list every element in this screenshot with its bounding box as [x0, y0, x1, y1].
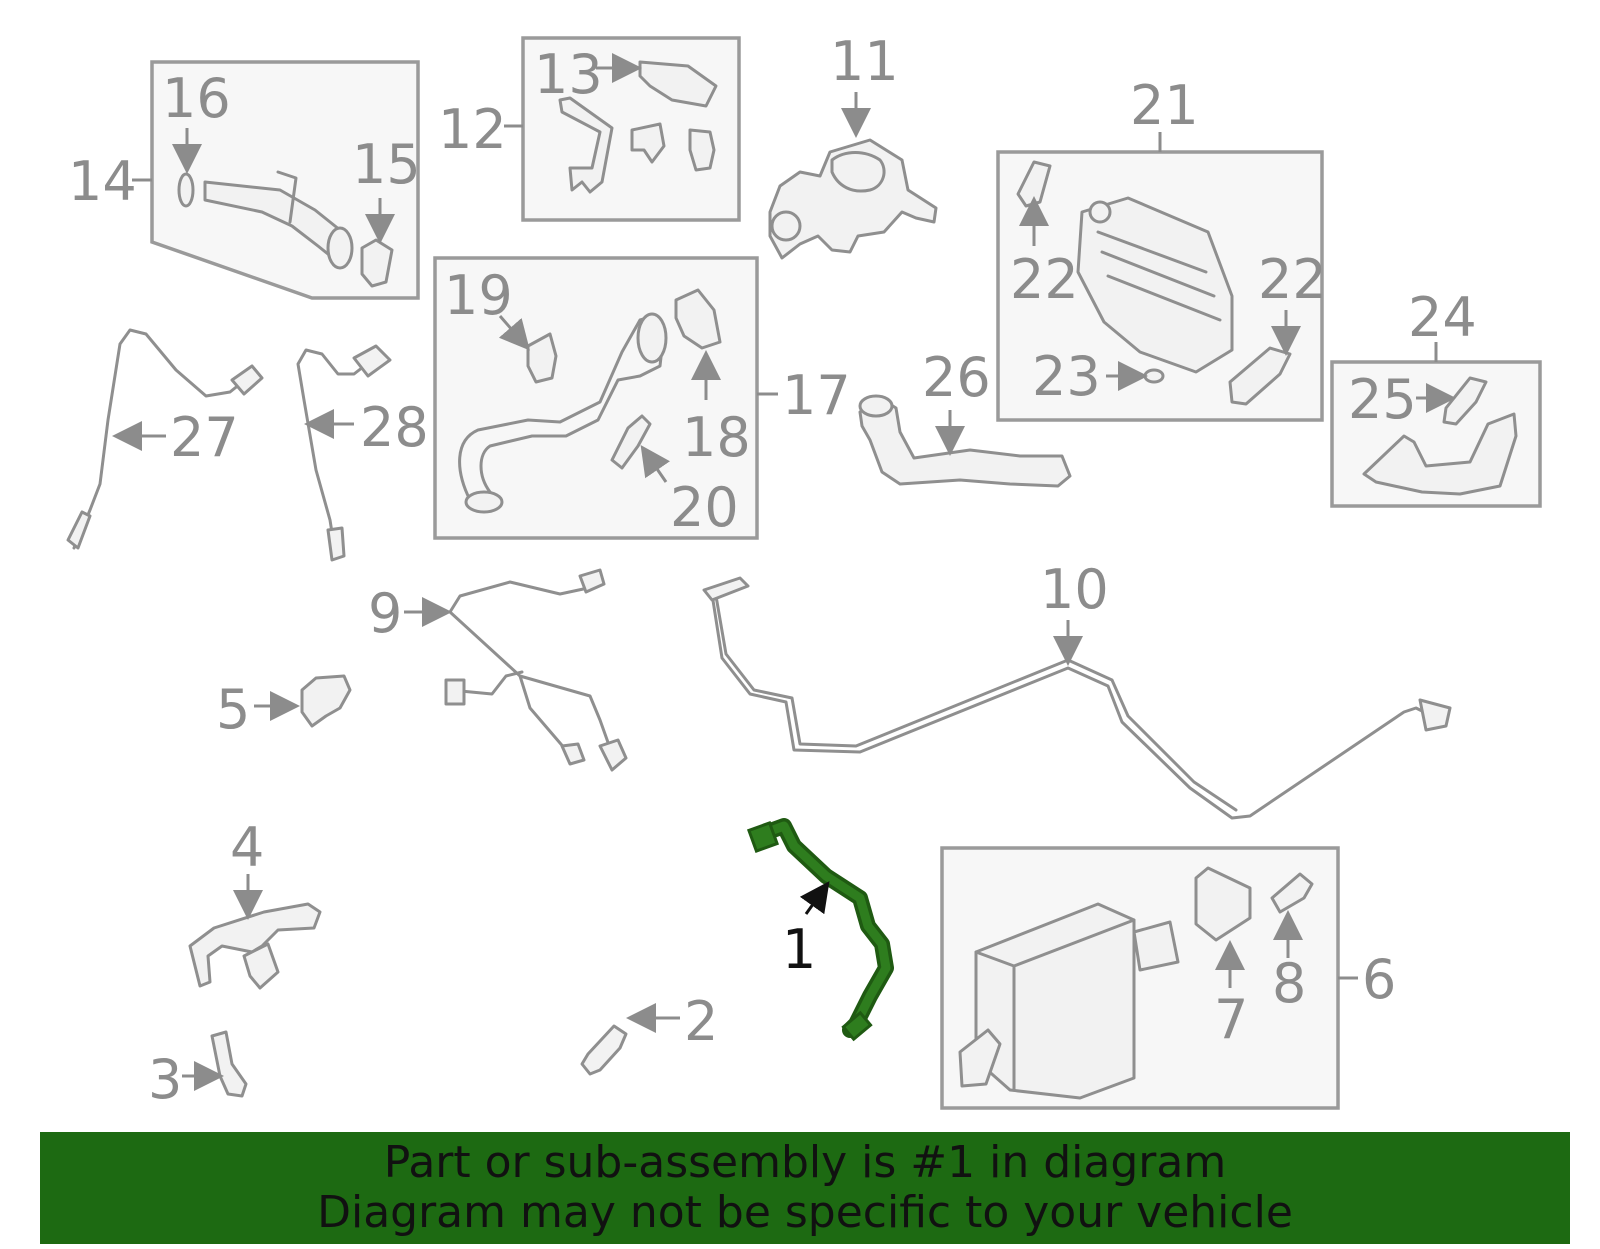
part-1-highlighted[interactable]: 1 — [746, 818, 894, 1042]
part-10: 10 — [702, 558, 1452, 820]
label-17[interactable]: 17 — [782, 364, 851, 427]
label-16[interactable]: 16 — [162, 67, 231, 130]
part-11: 11 — [768, 30, 938, 260]
label-24[interactable]: 24 — [1408, 286, 1477, 349]
label-26[interactable]: 26 — [922, 346, 991, 409]
label-12[interactable]: 12 — [438, 98, 507, 161]
label-4[interactable]: 4 — [230, 816, 264, 879]
label-23[interactable]: 23 — [1032, 345, 1101, 408]
part-9: 9 — [368, 568, 628, 772]
part-28: 28 — [296, 344, 429, 562]
label-19[interactable]: 19 — [444, 264, 513, 327]
label-21[interactable]: 21 — [1130, 74, 1199, 137]
label-27[interactable]: 27 — [170, 406, 239, 469]
label-11[interactable]: 11 — [830, 30, 899, 93]
part-2: 2 — [580, 990, 718, 1076]
label-15[interactable]: 15 — [352, 133, 421, 196]
group-14-box: 14 16 15 — [68, 60, 421, 300]
label-5[interactable]: 5 — [216, 678, 250, 741]
group-24-box: 24 25 — [1330, 286, 1542, 508]
group-6-box: 7 8 6 — [940, 846, 1396, 1110]
label-20[interactable]: 20 — [670, 476, 739, 539]
label-1[interactable]: 1 — [782, 918, 816, 981]
part-4: 4 — [188, 816, 322, 990]
part-3: 3 — [148, 1030, 248, 1111]
label-28[interactable]: 28 — [360, 396, 429, 459]
label-13[interactable]: 13 — [534, 43, 603, 106]
group-21-box: 21 22 22 23 — [996, 74, 1327, 422]
part-27: 27 — [66, 328, 264, 550]
label-7[interactable]: 7 — [1214, 988, 1248, 1051]
label-9[interactable]: 9 — [368, 582, 402, 645]
info-banner: Part or sub-assembly is #1 in diagram Di… — [40, 1132, 1570, 1244]
label-8[interactable]: 8 — [1272, 952, 1306, 1015]
banner-line-1: Part or sub-assembly is #1 in diagram — [383, 1137, 1227, 1188]
label-25[interactable]: 25 — [1348, 368, 1417, 431]
part-5: 5 — [216, 674, 352, 741]
label-2[interactable]: 2 — [684, 990, 718, 1053]
label-22-right[interactable]: 22 — [1258, 248, 1327, 311]
label-3[interactable]: 3 — [148, 1048, 182, 1111]
group-12-box: 12 13 — [438, 36, 741, 222]
label-14[interactable]: 14 — [68, 150, 137, 213]
banner-line-2: Diagram may not be specific to your vehi… — [317, 1187, 1293, 1238]
part-26: 26 — [858, 346, 1072, 488]
group-17-box: 17 19 18 20 — [433, 256, 851, 540]
label-22-left[interactable]: 22 — [1010, 248, 1079, 311]
label-6[interactable]: 6 — [1362, 948, 1396, 1011]
label-10[interactable]: 10 — [1040, 558, 1109, 621]
label-18[interactable]: 18 — [682, 406, 751, 469]
